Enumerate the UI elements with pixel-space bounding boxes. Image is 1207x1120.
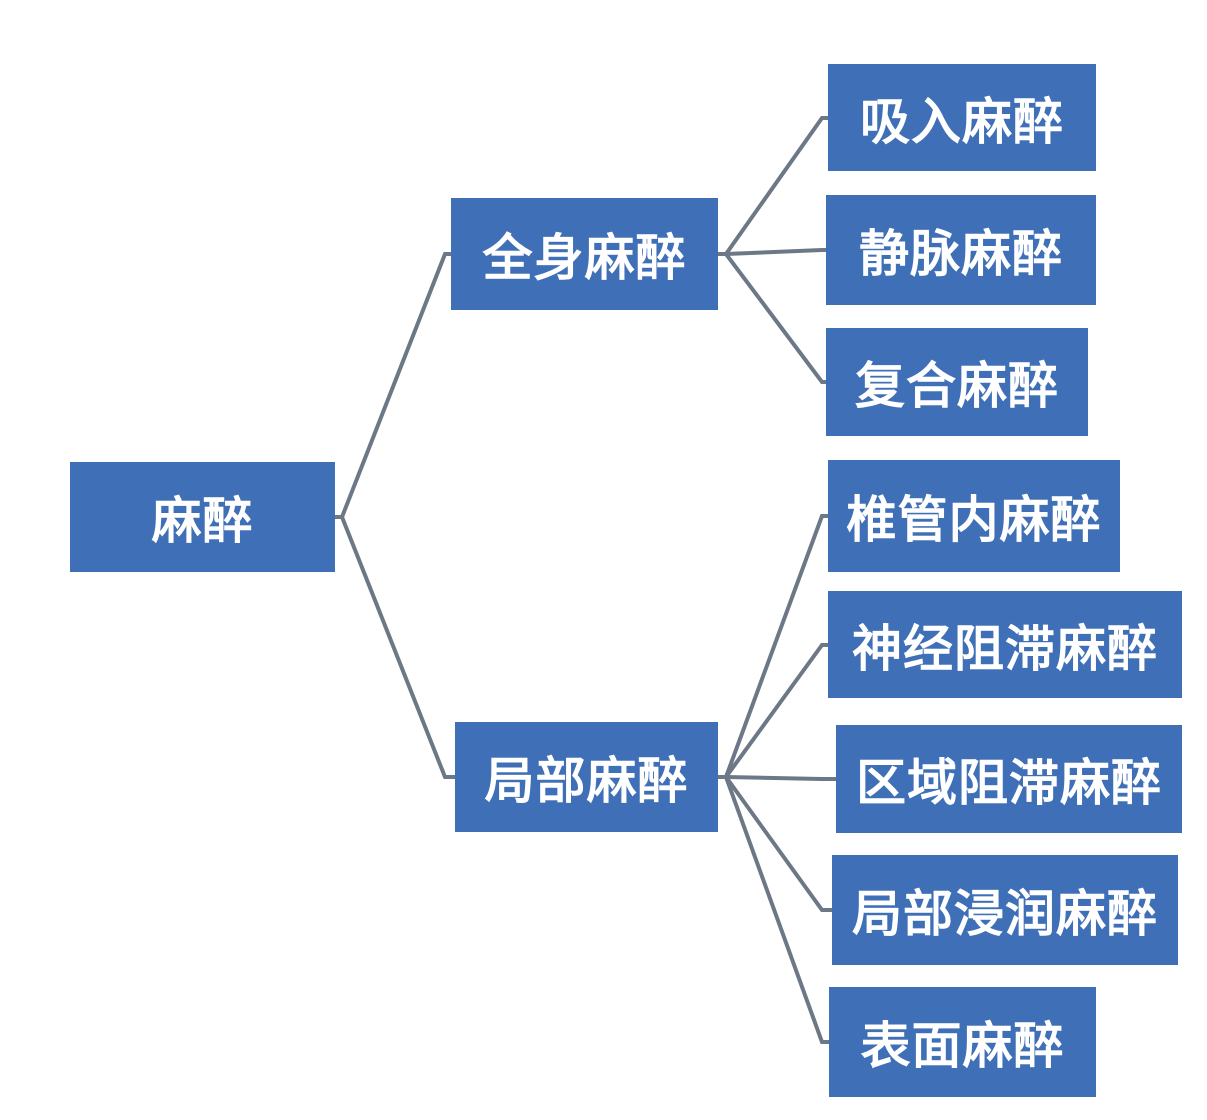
connector-general-g3: [716, 252, 828, 384]
node-general-anesthesia: 全身麻醉: [451, 198, 718, 310]
node-local-anesthesia-label: 局部麻醉: [484, 752, 689, 810]
node-intraspinal-anesthesia-label: 椎管内麻醉: [846, 491, 1102, 549]
connector-root-local: [333, 515, 457, 779]
node-surface-anesthesia: 表面麻醉: [829, 987, 1096, 1097]
node-nerve-block-anesthesia-label: 神经阻滞麻醉: [852, 619, 1158, 678]
node-root-label: 麻醉: [151, 492, 254, 550]
node-nerve-block-anesthesia: 神经阻滞麻醉: [828, 591, 1182, 698]
connector-local-l3: [716, 775, 838, 781]
node-infiltration-anesthesia-label: 局部浸润麻醉: [852, 885, 1158, 943]
node-inhalation-anesthesia: 吸入麻醉: [828, 64, 1096, 171]
node-infiltration-anesthesia: 局部浸润麻醉: [832, 855, 1178, 965]
node-regional-block-anesthesia: 区域阻滞麻醉: [836, 725, 1182, 833]
node-surface-anesthesia-label: 表面麻醉: [860, 1017, 1065, 1075]
node-intravenous-anesthesia: 静脉麻醉: [826, 195, 1096, 305]
connector-local-l5: [716, 775, 831, 1044]
connector-general-g2: [716, 248, 828, 256]
connector-local-l1: [716, 514, 830, 779]
connector-general-g1: [716, 116, 830, 256]
node-intraspinal-anesthesia: 椎管内麻醉: [828, 460, 1120, 572]
node-combined-anesthesia-label: 复合麻醉: [855, 357, 1059, 415]
node-root: 麻醉: [70, 462, 335, 572]
node-local-anesthesia: 局部麻醉: [455, 722, 718, 832]
node-general-anesthesia-label: 全身麻醉: [482, 229, 687, 287]
node-inhalation-anesthesia-label: 吸入麻醉: [860, 92, 1064, 151]
node-regional-block-anesthesia-label: 区域阻滞麻醉: [856, 754, 1162, 812]
node-intravenous-anesthesia-label: 静脉麻醉: [859, 225, 1063, 283]
connector-root-general: [333, 252, 453, 519]
node-combined-anesthesia: 复合麻醉: [826, 328, 1088, 436]
